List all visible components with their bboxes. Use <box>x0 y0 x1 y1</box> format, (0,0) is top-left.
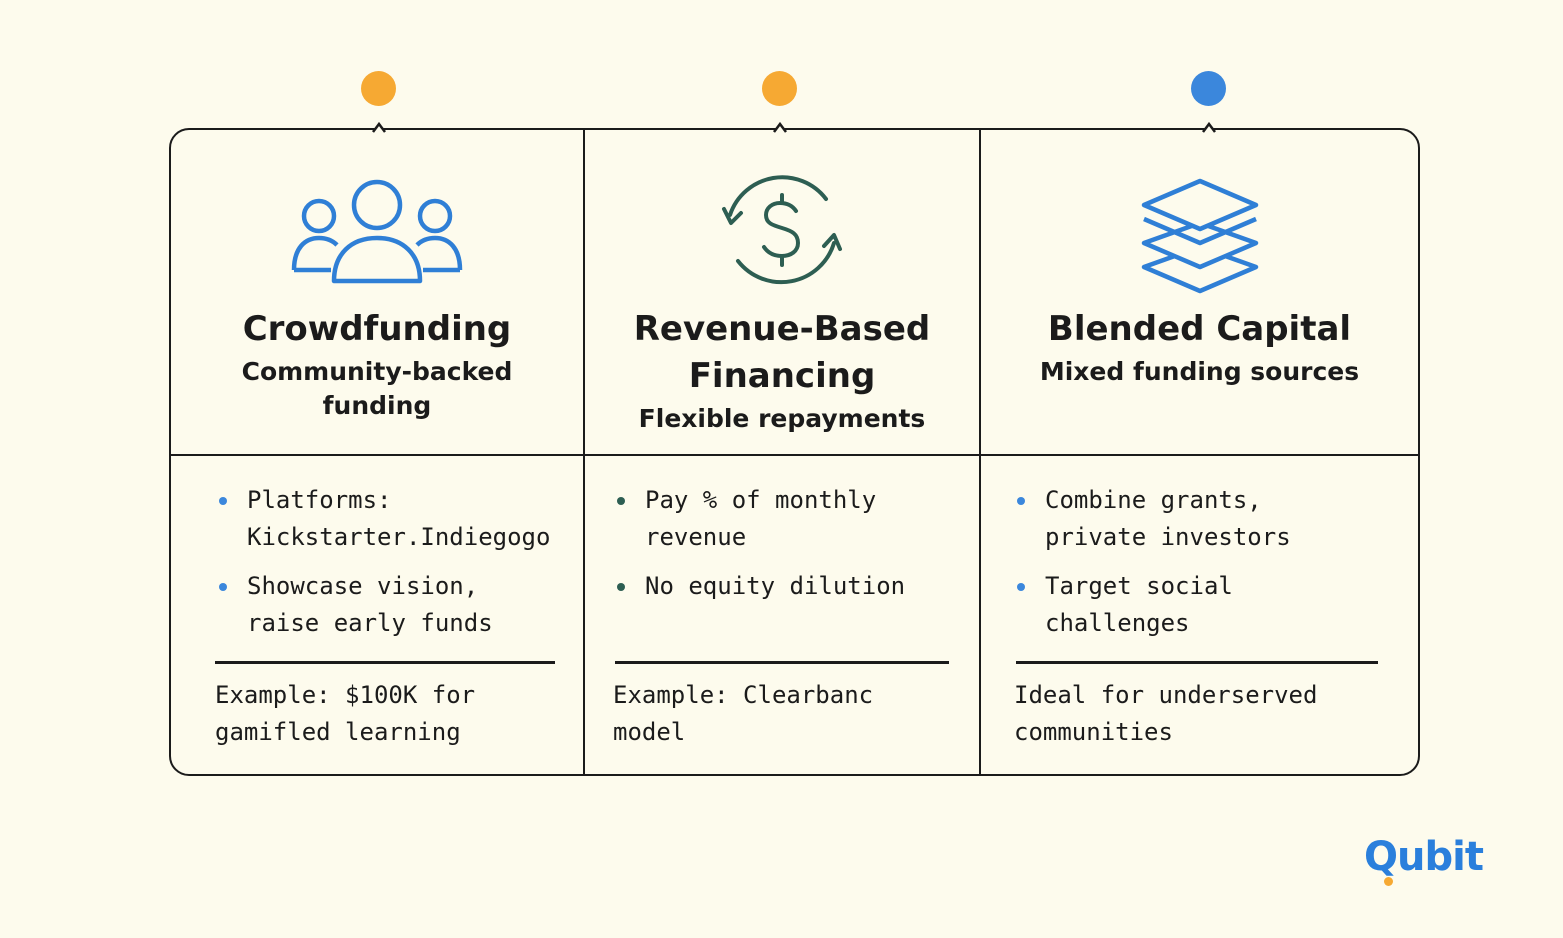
stacked-layers-icon <box>1141 178 1258 294</box>
divider <box>615 661 949 664</box>
revenue-based-title: Revenue-Based Financing <box>633 309 931 396</box>
revenue-based-dot <box>762 71 797 106</box>
revenue-based-example: Example: Clearbanc model <box>613 681 874 746</box>
crowdfunding-title: Crowdfunding <box>242 309 512 349</box>
divider <box>215 661 555 664</box>
blended-capital-title: Blended Capital <box>1047 309 1352 349</box>
blended-capital-bullets: Combine grants, private investors Target… <box>1015 482 1408 654</box>
connector-notch <box>1202 121 1216 133</box>
crowdfunding-header-cell: Crowdfunding Community-backed funding <box>171 130 585 456</box>
list-item: Pay % of monthly revenue <box>615 482 969 556</box>
blended-capital-subtitle: Mixed funding sources <box>1039 357 1360 386</box>
list-item: Platforms: Kickstarter.Indiegogo <box>217 482 573 556</box>
revenue-based-details-cell: Pay % of monthly revenue No equity dilut… <box>585 456 981 774</box>
divider <box>1016 661 1378 664</box>
blended-capital-dot <box>1191 71 1226 106</box>
revenue-based-header-cell: Revenue-Based Financing Flexible repayme… <box>585 130 981 456</box>
crowdfunding-subtitle: Community-backed funding <box>241 357 513 420</box>
connector-notch <box>773 121 787 133</box>
crowdfunding-dot <box>361 71 396 106</box>
blended-capital-note: Ideal for underserved communities <box>1014 681 1318 746</box>
revenue-based-subtitle: Flexible repayments <box>638 404 926 433</box>
funding-comparison-table: Crowdfunding Community-backed funding Re… <box>169 128 1420 776</box>
blended-capital-header-cell: Blended Capital Mixed funding sources <box>981 130 1418 456</box>
logo-dot <box>1384 877 1393 886</box>
connector-notch <box>372 121 386 133</box>
people-group-icon <box>291 179 463 284</box>
crowdfunding-details-cell: Platforms: Kickstarter.Indiegogo Showcas… <box>171 456 585 774</box>
list-item: Combine grants, private investors <box>1015 482 1408 556</box>
qubit-logo: Qubit <box>1364 834 1484 880</box>
list-item: Target social challenges <box>1015 568 1408 642</box>
list-item: No equity dilution <box>615 568 969 605</box>
crowdfunding-example: Example: $100K for gamifled learning <box>215 681 476 746</box>
revenue-based-bullets: Pay % of monthly revenue No equity dilut… <box>615 482 969 617</box>
crowdfunding-bullets: Platforms: Kickstarter.Indiegogo Showcas… <box>217 482 573 654</box>
dollar-cycle-icon <box>722 175 842 285</box>
list-item: Showcase vision, raise early funds <box>217 568 573 642</box>
blended-capital-details-cell: Combine grants, private investors Target… <box>981 456 1418 774</box>
